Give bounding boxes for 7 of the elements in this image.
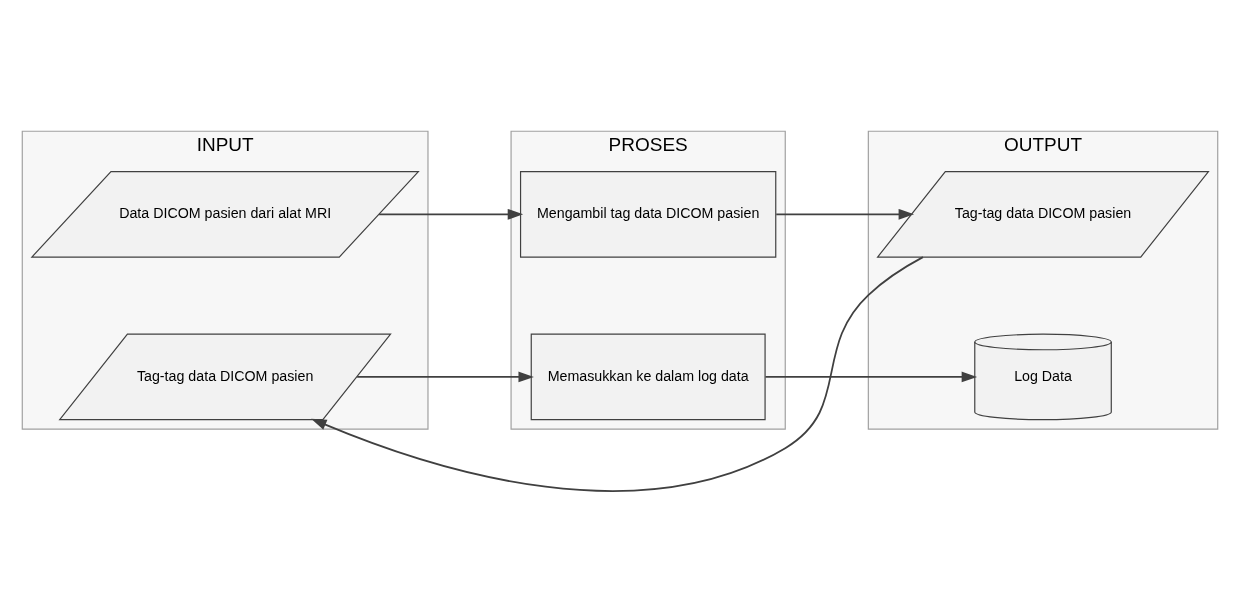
- arrow: [311, 256, 924, 492]
- node-box: Memasukkan ke dalam log data: [530, 333, 766, 421]
- node-box: Mengambil tag data DICOM pasien: [519, 171, 777, 258]
- arrow: [378, 208, 524, 220]
- arrow: [775, 208, 915, 220]
- arrow: [356, 371, 534, 383]
- arrow: [764, 371, 978, 383]
